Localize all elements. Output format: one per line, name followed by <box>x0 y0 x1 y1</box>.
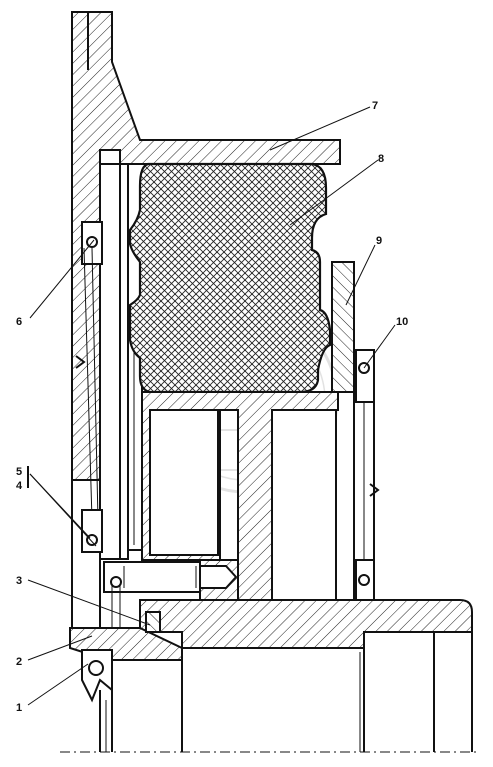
washer <box>110 576 161 633</box>
callout-1: 1 <box>16 702 22 714</box>
callout-labels: 7 8 9 10 6 5 4 3 2 1 <box>16 100 408 714</box>
rubber-element <box>128 162 332 394</box>
callout-3: 3 <box>16 575 22 587</box>
callout-7: 7 <box>372 100 378 112</box>
leader-lines <box>27 106 396 706</box>
callout-6: 6 <box>16 316 22 328</box>
left-plate <box>71 150 101 640</box>
callout-10: 10 <box>396 316 408 328</box>
shaft-housing <box>69 599 473 752</box>
callout-2: 2 <box>16 656 22 668</box>
right-springs <box>355 349 380 601</box>
right-cover-plate <box>331 261 375 606</box>
callout-4: 4 <box>16 480 23 492</box>
lip-seal <box>81 649 113 752</box>
left-guide-plates <box>99 163 143 560</box>
pin-bolt <box>103 561 238 593</box>
hub-body <box>141 391 339 601</box>
callout-8: 8 <box>378 153 384 165</box>
callout-5: 5 <box>16 466 22 478</box>
callout-9: 9 <box>376 235 382 247</box>
